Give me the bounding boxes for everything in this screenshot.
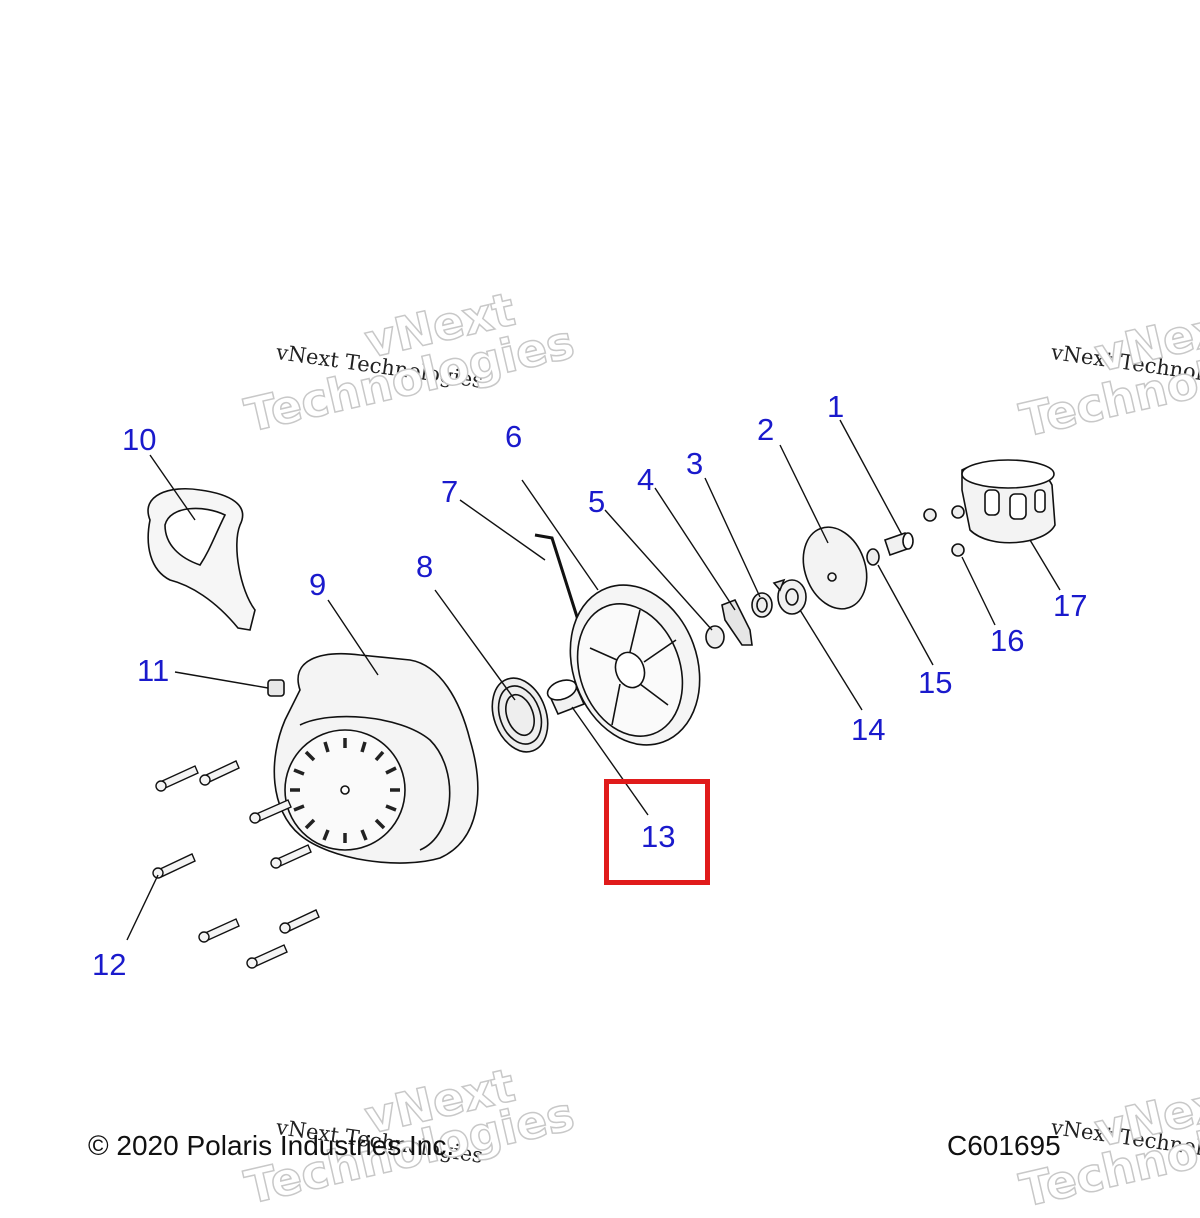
callout-14[interactable]: 14	[851, 712, 886, 747]
part-4-pawl	[721, 598, 753, 646]
part-13-bushing	[546, 679, 586, 716]
callout-10[interactable]: 10	[122, 422, 157, 457]
callout-7[interactable]: 7	[441, 474, 459, 509]
callout-17[interactable]: 17	[1053, 588, 1088, 623]
part-8-spring	[491, 677, 549, 753]
callout-4[interactable]: 4	[637, 462, 655, 497]
part-7-rope	[534, 533, 580, 621]
callout-16[interactable]: 16	[990, 623, 1025, 658]
part-17-cup	[961, 459, 1056, 544]
part-10-handle	[147, 488, 256, 631]
part-5-spring	[705, 625, 725, 649]
callout-13-highlight-box	[604, 779, 710, 885]
callout-8[interactable]: 8	[416, 549, 434, 584]
callout-15[interactable]: 15	[918, 665, 953, 700]
part-9-housing	[273, 652, 479, 864]
callout-3[interactable]: 3	[686, 446, 704, 481]
callout-9[interactable]: 9	[309, 567, 327, 602]
callout-5[interactable]: 5	[588, 484, 606, 519]
part-15-washer	[866, 548, 880, 566]
part-11-bushing	[267, 679, 285, 697]
diagram-code: C601695	[947, 1130, 1061, 1161]
part-14-friction-plate	[772, 578, 807, 615]
callout-13[interactable]: 13	[641, 819, 676, 854]
part-6-pulley	[569, 584, 701, 746]
callout-6[interactable]: 6	[505, 419, 523, 454]
callout-1[interactable]: 1	[827, 389, 845, 424]
callout-12[interactable]: 12	[92, 947, 127, 982]
copyright-text: © 2020 Polaris Industries Inc.	[88, 1130, 455, 1161]
leader-lines	[126, 419, 1061, 941]
part-16-bolts	[923, 505, 965, 557]
part-3-spring	[751, 592, 773, 618]
callout-11[interactable]: 11	[137, 653, 170, 688]
part-1-bolt	[883, 531, 914, 557]
part-12-bolts	[152, 760, 320, 969]
callout-2[interactable]: 2	[757, 412, 775, 447]
